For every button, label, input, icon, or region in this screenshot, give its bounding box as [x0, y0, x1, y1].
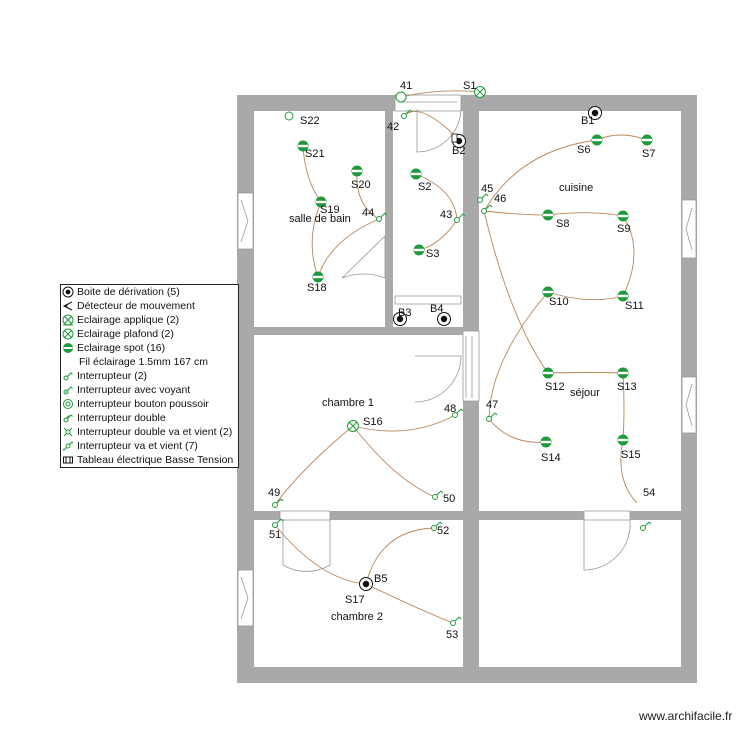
room-label-bedroom2: chambre 2 — [331, 611, 383, 623]
label-46: 46 — [494, 193, 506, 205]
label-S16: S16 — [363, 416, 383, 428]
wire-icon — [61, 356, 75, 368]
switch-icon — [61, 370, 75, 382]
label-53: 53 — [446, 629, 458, 641]
label-54: 54 — [643, 487, 655, 499]
label-45: 45 — [481, 183, 493, 195]
label-42: 42 — [387, 121, 399, 133]
wall-lights — [284, 91, 407, 121]
legend-item: Eclairage spot (16) — [61, 341, 238, 355]
label-51: 51 — [269, 529, 281, 541]
legend-item: Interrupteur double — [61, 411, 238, 425]
legend-item: Fil éclairage 1.5mm 167 cm — [61, 355, 238, 369]
label-S3: S3 — [426, 248, 439, 260]
label-S15: S15 — [621, 449, 641, 461]
label-48: 48 — [444, 403, 456, 415]
label-41: 41 — [400, 80, 412, 92]
room-label-kitchen: cuisine — [559, 182, 593, 194]
label-S14: S14 — [541, 452, 561, 464]
fixture-labels: S1 S2 S3 S6 S7 S8 S9 S10 S11 S12 S13 S14… — [268, 80, 655, 641]
label-43: 43 — [440, 209, 452, 221]
label-S13: S13 — [617, 381, 637, 393]
wall-light-icon — [61, 314, 75, 326]
window-lines — [240, 101, 693, 620]
legend-item: Interrupteur double va et vient (2) — [61, 425, 238, 439]
room-label-bathroom: salle de bain — [289, 213, 351, 225]
legend-label: Interrupteur (2) — [77, 370, 148, 382]
legend-item: Interrupteur va et vient (7) — [61, 439, 238, 453]
legend-label: Eclairage plafond (2) — [77, 328, 174, 340]
room-label-bedroom1: chambre 1 — [322, 397, 374, 409]
label-S8: S8 — [556, 218, 569, 230]
label-S11: S11 — [625, 300, 644, 312]
label-B4: B4 — [430, 303, 443, 315]
doors — [282, 107, 631, 572]
label-52: 52 — [437, 525, 449, 537]
label-B5: B5 — [374, 573, 387, 585]
label-44: 44 — [362, 207, 374, 219]
legend-item: Interrupteur bouton poussoir — [61, 397, 238, 411]
motion-detector-icon — [61, 300, 75, 312]
room-label-living: séjour — [570, 387, 600, 399]
legend-label: Eclairage applique (2) — [77, 314, 180, 326]
label-S2: S2 — [418, 181, 431, 193]
label-S18: S18 — [307, 282, 327, 294]
label-S17: S17 — [345, 594, 365, 606]
label-S7: S7 — [642, 148, 655, 160]
label-S1: S1 — [463, 80, 476, 92]
switches — [272, 109, 652, 626]
label-S22: S22 — [300, 115, 320, 127]
legend-item: Eclairage plafond (2) — [61, 327, 238, 341]
label-S9: S9 — [617, 223, 630, 235]
legend-label: Interrupteur va et vient (7) — [77, 440, 198, 452]
label-S12: S12 — [545, 381, 565, 393]
switch-indicator-icon — [61, 384, 75, 396]
two-way-switch-icon — [61, 440, 75, 452]
legend-item: Tableau électrique Basse Tension — [61, 453, 238, 467]
legend-label: Interrupteur bouton poussoir — [77, 398, 209, 410]
label-50: 50 — [443, 493, 455, 505]
footer-watermark: www.archifacile.fr — [639, 709, 733, 723]
legend-item: Interrupteur (2) — [61, 369, 238, 383]
spotlight-icon — [61, 342, 75, 354]
label-S20: S20 — [351, 179, 371, 191]
ceiling-light-icon — [61, 328, 75, 340]
legend-item: Eclairage applique (2) — [61, 313, 238, 327]
label-B2: B2 — [452, 145, 465, 157]
junction-box-icon — [61, 286, 75, 298]
legend-label: Boite de dérivation (5) — [77, 286, 180, 298]
label-49: 49 — [268, 487, 280, 499]
legend-label: Fil éclairage 1.5mm 167 cm — [79, 356, 208, 368]
electrical-panel-icon — [61, 454, 75, 466]
legend-label: Interrupteur double — [77, 412, 166, 424]
label-S21: S21 — [305, 148, 325, 160]
legend-item: Détecteur de mouvement — [61, 299, 238, 313]
legend-item: Boite de dérivation (5) — [61, 285, 238, 299]
legend-label: Détecteur de mouvement — [77, 300, 195, 312]
label-S19: S19 — [320, 204, 340, 216]
label-S6: S6 — [577, 144, 590, 156]
push-button-icon — [61, 398, 75, 410]
label-B3: B3 — [398, 307, 411, 319]
label-47: 47 — [486, 399, 498, 411]
double-switch-icon — [61, 412, 75, 424]
legend-label: Interrupteur avec voyant — [77, 384, 191, 396]
legend: Boite de dérivation (5) Détecteur de mou… — [60, 284, 239, 468]
legend-label: Tableau électrique Basse Tension — [77, 454, 234, 466]
windows — [237, 94, 697, 627]
wires — [274, 90, 648, 624]
label-B1: B1 — [581, 115, 594, 127]
electrical-panel-icon — [451, 133, 458, 143]
legend-label: Interrupteur double va et vient (2) — [77, 426, 233, 438]
legend-label: Eclairage spot (16) — [77, 342, 166, 354]
label-S10: S10 — [549, 296, 569, 308]
double-two-way-switch-icon — [61, 426, 75, 438]
legend-item: Interrupteur avec voyant — [61, 383, 238, 397]
